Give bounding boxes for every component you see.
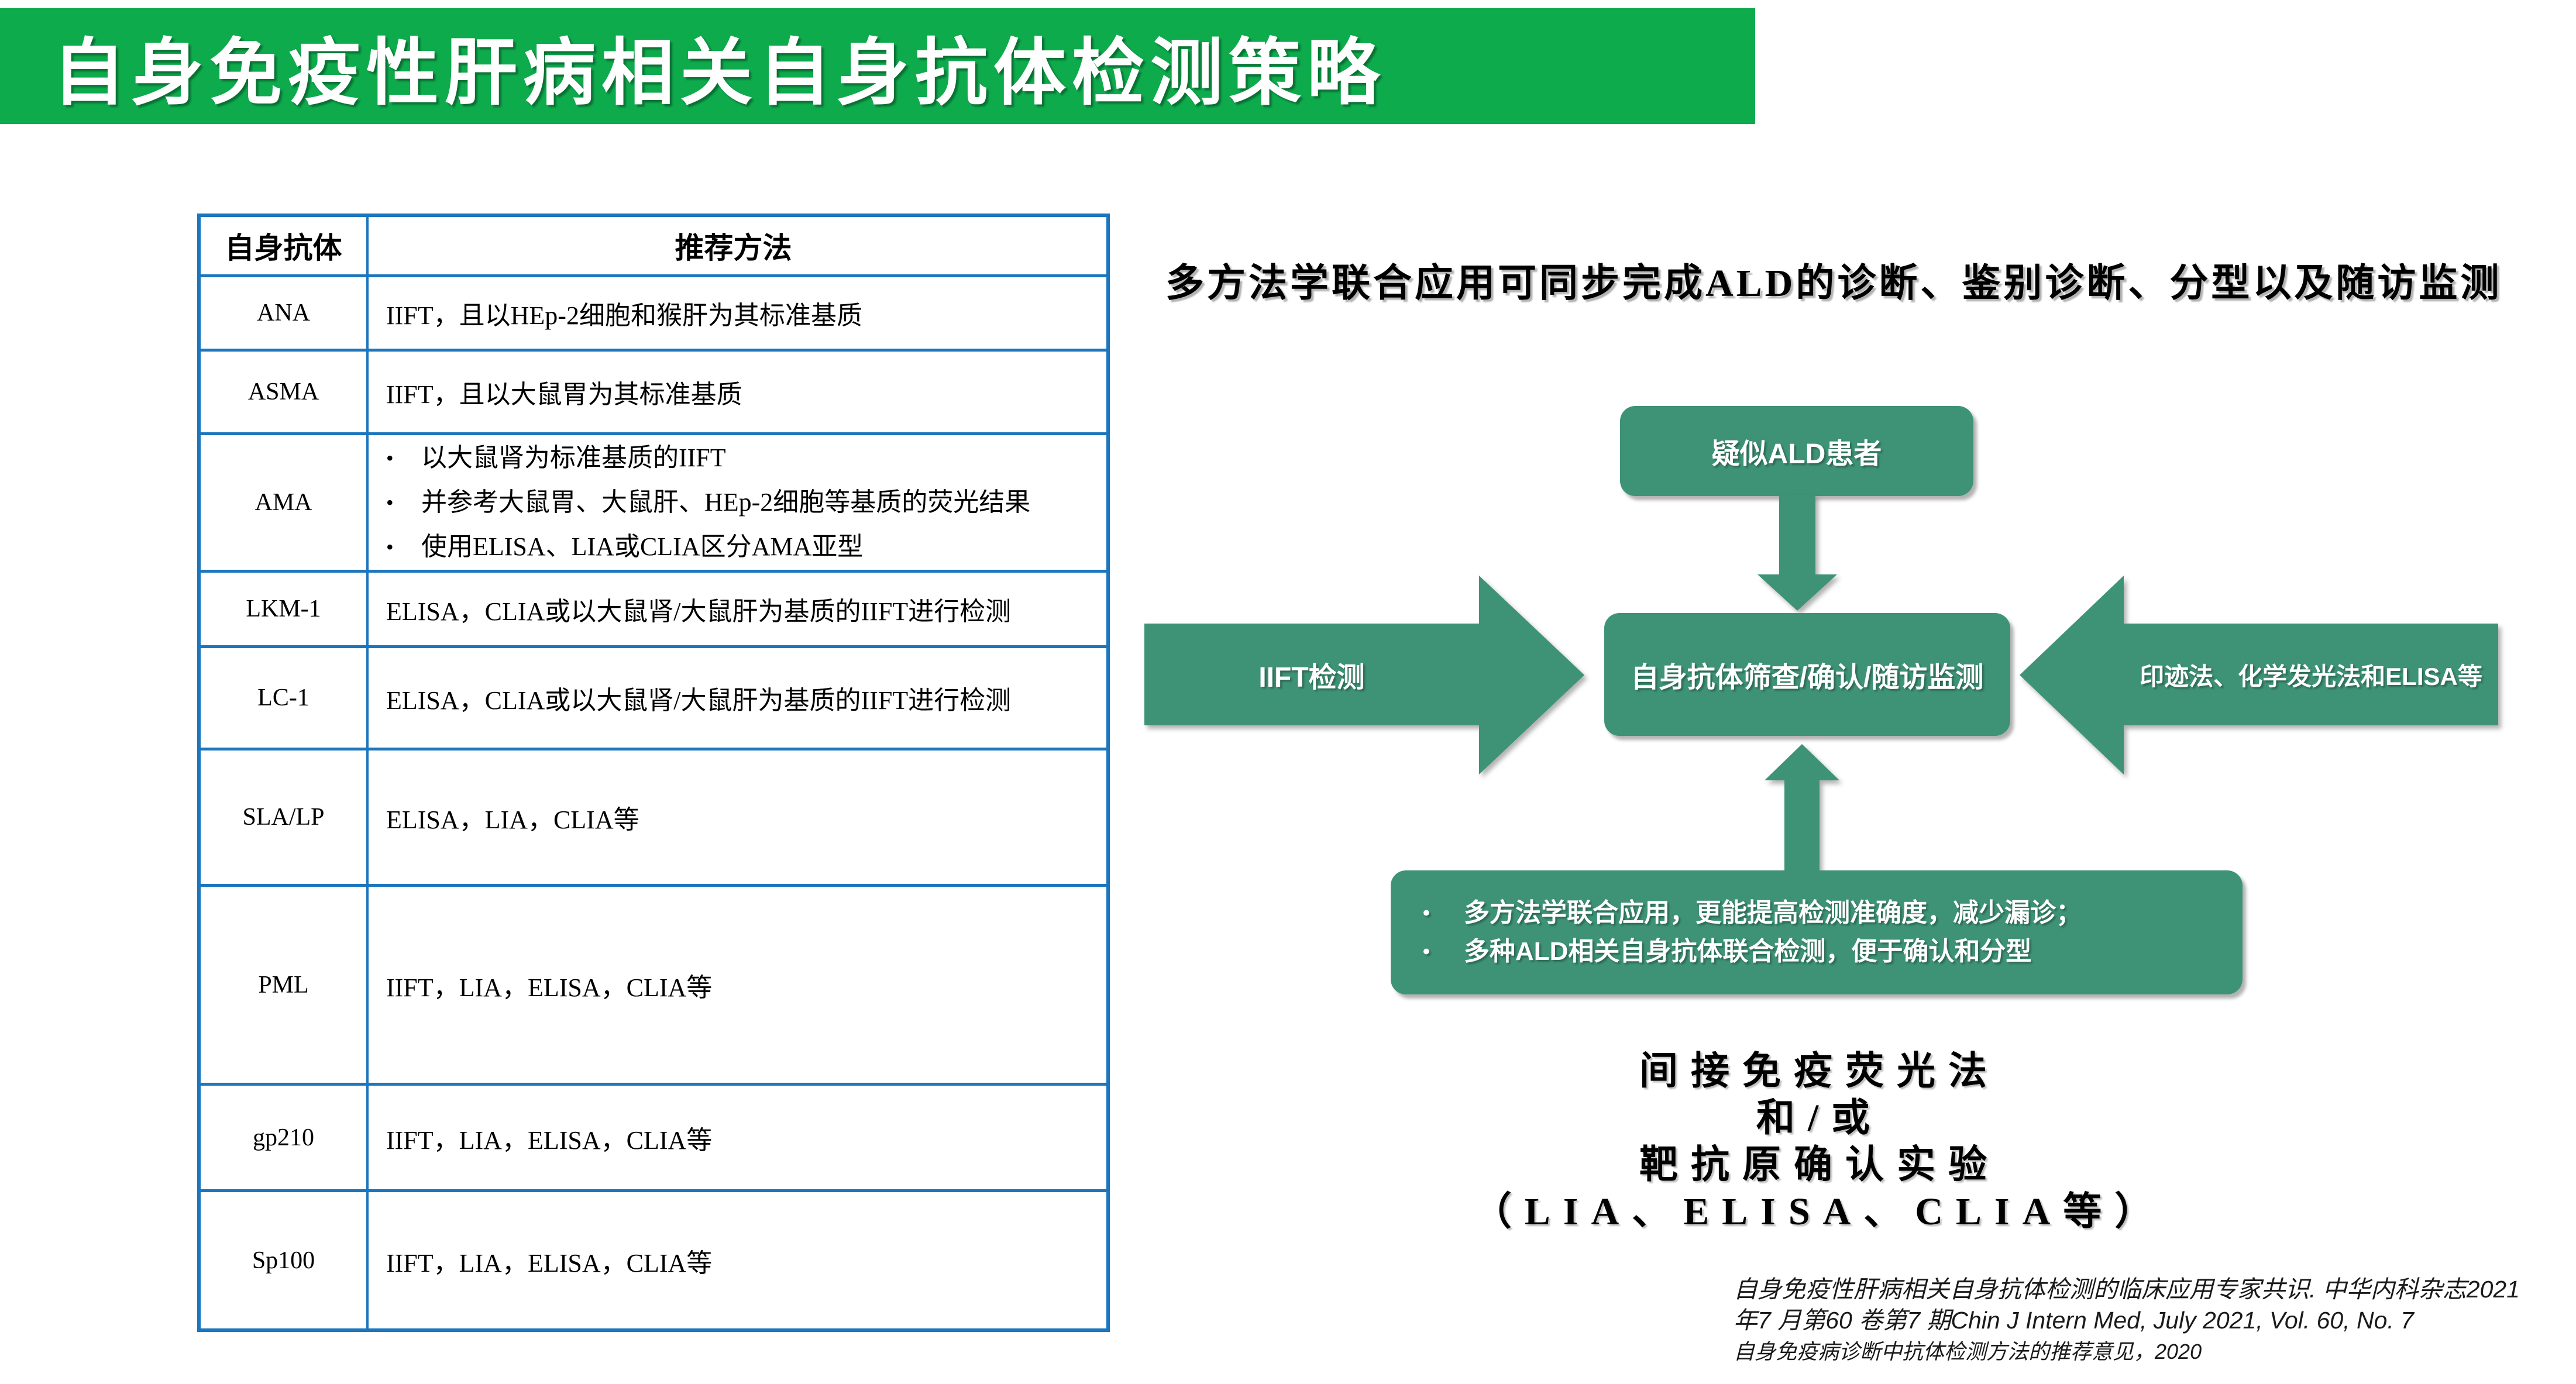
antibody-cell: gp210 (201, 1086, 369, 1189)
antibody-methods-table: 自身抗体 推荐方法 ANA IIFT，且以HEp-2细胞和猴肝为其标准基质 AS… (197, 214, 1110, 1332)
method-cell: ELISA，LIA，CLIA等 (386, 805, 639, 834)
bullet-icon: • (1423, 941, 1430, 963)
table-row: LC-1 ELISA，CLIA或以大鼠肾/大鼠肝为基质的IIFT进行检测 (201, 648, 1106, 750)
section-heading: 多方法学联合应用可同步完成ALD的诊断、鉴别诊断、分型以及随访监测 (1165, 262, 2502, 305)
bullet-icon: • (1423, 902, 1430, 924)
table-row: ASMA IIFT，且以大鼠胃为其标准基质 (201, 352, 1106, 435)
antibody-cell: PML (201, 887, 369, 1083)
table-row: PML IIFT，LIA，ELISA，CLIA等 (201, 887, 1106, 1086)
method-cell: IIFT，LIA，ELISA，CLIA等 (386, 973, 713, 1002)
method-cell: ELISA，CLIA或以大鼠肾/大鼠肝为基质的IIFT进行检测 (386, 686, 1012, 715)
title-banner: 自身免疫性肝病相关自身抗体检测策略 (0, 8, 1755, 124)
method-cell: IIFT，LIA，ELISA，CLIA等 (386, 1248, 713, 1278)
table-row: SLA/LP ELISA，LIA，CLIA等 (201, 750, 1106, 887)
antibody-cell: ANA (201, 277, 369, 349)
table-row: LKM-1 ELISA，CLIA或以大鼠肾/大鼠肝为基质的IIFT进行检测 (201, 573, 1106, 648)
method-cell: IIFT，且以HEp-2细胞和猴肝为其标准基质 (386, 301, 862, 330)
header-method: 推荐方法 (675, 232, 792, 264)
antibody-cell: SLA/LP (201, 750, 369, 884)
bullet-icon: • (386, 535, 394, 559)
method-cell: •以大鼠肾为标准基质的IIFT •并参考大鼠胃、大鼠肝、HEp-2细胞等基质的荧… (369, 435, 1106, 570)
header-antibody: 自身抗体 (201, 217, 369, 274)
table-row: gp210 IIFT，LIA，ELISA，CLIA等 (201, 1086, 1106, 1192)
antibody-cell: LC-1 (201, 648, 369, 748)
reference-citation: 自身免疫性肝病相关自身抗体检测的临床应用专家共识. 中华内科杂志2021 年7 … (1734, 1276, 2520, 1364)
method-cell: ELISA，CLIA或以大鼠肾/大鼠肝为基质的IIFT进行检测 (386, 597, 1012, 626)
page-title: 自身免疫性肝病相关自身抗体检测策略 (53, 33, 1386, 113)
antibody-cell: AMA (201, 435, 369, 570)
antibody-cell: LKM-1 (201, 573, 369, 645)
antibody-cell: ASMA (201, 352, 369, 432)
table-row: AMA •以大鼠肾为标准基质的IIFT •并参考大鼠胃、大鼠肝、HEp-2细胞等… (201, 435, 1106, 573)
bullet-icon: • (386, 446, 394, 470)
antibody-cell: Sp100 (201, 1192, 369, 1328)
advantage-box: •多方法学联合应用，更能提高检测准确度，减少漏诊； •多种ALD相关自身抗体联合… (1391, 870, 2243, 994)
screening-confirm-box: 自身抗体筛查/确认/随访监测 (1604, 613, 2010, 736)
method-cell: IIFT，LIA，ELISA，CLIA等 (386, 1125, 713, 1155)
table-row: ANA IIFT，且以HEp-2细胞和猴肝为其标准基质 (201, 277, 1106, 352)
confirmation-methods-text: 间接免疫荧光法 和/或 靶抗原确认实验 （LIA、ELISA、CLIA等） (1473, 1050, 2166, 1233)
suspected-ald-box: 疑似ALD患者 (1620, 406, 1973, 496)
table-row: Sp100 IIFT，LIA，ELISA，CLIA等 (201, 1192, 1106, 1328)
bullet-icon: • (386, 491, 394, 514)
table-header-row: 自身抗体 推荐方法 (201, 217, 1106, 277)
method-cell: IIFT，且以大鼠胃为其标准基质 (386, 380, 742, 409)
